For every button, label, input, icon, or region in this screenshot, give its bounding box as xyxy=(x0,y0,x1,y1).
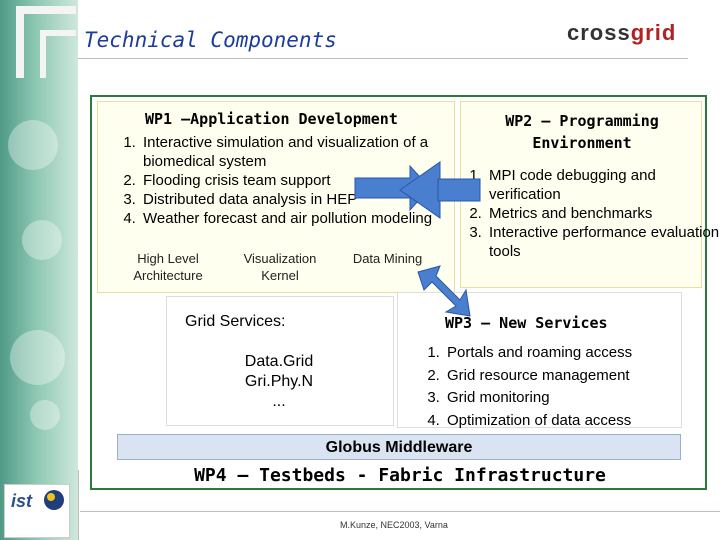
ist-logo: ist xyxy=(4,484,70,538)
wp1-component-vis-kernel: Visualization Kernel xyxy=(230,250,330,284)
crossgrid-logo: crossgrid xyxy=(567,20,676,46)
logo-text-part2: grid xyxy=(631,20,677,45)
grid-services-title: Grid Services: xyxy=(185,313,285,331)
grid-services-items: Data.Grid Gri.Phy.N ... xyxy=(166,352,392,412)
corner-frame-icon xyxy=(0,0,78,78)
wp1-title: WP1 –Application Development xyxy=(145,110,398,128)
ist-logo-text: ist xyxy=(11,491,32,512)
left-decorative-strip xyxy=(0,0,78,540)
header-divider xyxy=(78,58,688,59)
wp1-item: Weather forecast and air pollution model… xyxy=(140,209,470,228)
globus-middleware-bar: Globus Middleware xyxy=(117,434,681,460)
wp1-component-hla: High Level Architecture xyxy=(118,250,218,284)
ist-globe-icon xyxy=(43,489,65,511)
wp2-item: Metrics and benchmarks xyxy=(486,204,720,223)
wp3-title: WP3 – New Services xyxy=(445,314,608,332)
wp1-list: Interactive simulation and visualization… xyxy=(116,133,470,228)
wp2-item: Interactive performance evaluation tools xyxy=(486,223,720,261)
wp3-item: Grid resource management xyxy=(444,365,714,388)
page-title: Technical Components xyxy=(84,28,337,52)
wp3-list: Portals and roaming access Grid resource… xyxy=(408,342,714,432)
wp3-item: Optimization of data access xyxy=(444,410,714,433)
logo-text-part1: cross xyxy=(567,20,631,45)
wp2-item: MPI code debugging and verification xyxy=(486,166,720,204)
footer-divider xyxy=(80,511,720,512)
wp1-component-data-mining: Data Mining xyxy=(340,250,435,267)
wp3-item: Grid monitoring xyxy=(444,387,714,410)
wp1-item: Interactive simulation and visualization… xyxy=(140,133,470,171)
wp1-item: Distributed data analysis in HEP xyxy=(140,190,470,209)
wp3-item: Portals and roaming access xyxy=(444,342,714,365)
grid-service-item: Data.Grid xyxy=(166,352,392,372)
wp2-list: MPI code debugging and verification Metr… xyxy=(462,166,720,261)
footer-vertical-rule xyxy=(78,470,79,540)
wp4-label: WP4 – Testbeds - Fabric Infrastructure xyxy=(150,465,650,486)
footer-text: M.Kunze, NEC2003, Varna xyxy=(340,520,448,530)
grid-service-item: Gri.Phy.N xyxy=(166,372,392,392)
wp2-title: WP2 – Programming Environment xyxy=(468,110,696,154)
grid-service-item: ... xyxy=(166,392,392,412)
wp1-item: Flooding crisis team support xyxy=(140,171,470,190)
